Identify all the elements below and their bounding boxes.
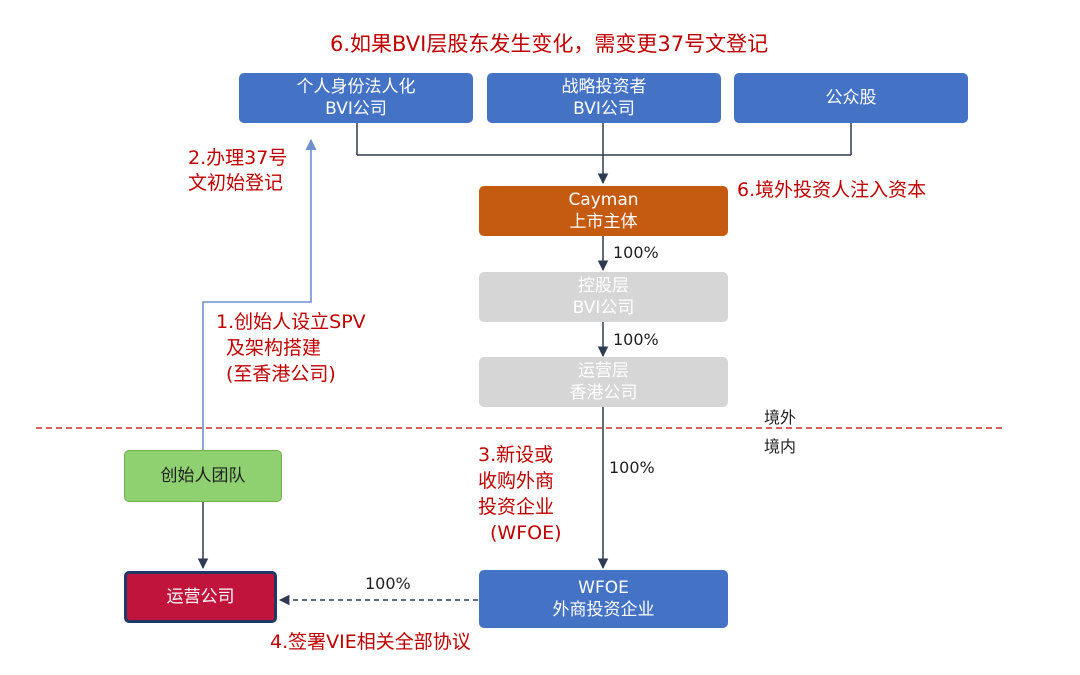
step1-line3: (至香港公司)	[226, 363, 336, 385]
cayman-box: Cayman 上市主体	[479, 186, 728, 236]
step3-line2: 收购外商	[478, 470, 555, 492]
pct-wfoe-opco: 100%	[365, 574, 411, 593]
onshore-label: 境内	[764, 437, 797, 456]
personal-bvi-line2: BVI公司	[325, 99, 387, 119]
wfoe-line2: 外商投资企业	[552, 600, 655, 620]
step1-line2: 及架构搭建	[226, 337, 322, 359]
title-note: 6.如果BVI层股东发生变化，需变更37号文登记	[330, 32, 769, 56]
shareholder-bracket	[356, 123, 852, 185]
strategic-bvi-line1: 战略投资者	[561, 77, 647, 97]
pct-hk-wfoe: 100%	[609, 458, 655, 477]
step3-line3: 投资企业	[478, 496, 555, 518]
strategic-bvi-box: 战略投资者 BVI公司	[487, 73, 721, 123]
hk-ops-box: 运营层 香港公司	[479, 357, 728, 407]
holding-bvi-line1: 控股层	[578, 276, 629, 296]
wfoe-line1: WFOE	[578, 578, 629, 598]
step1-note: 1.创始人设立SPV 及架构搭建 (至香港公司)	[216, 309, 366, 387]
offshore-label: 境外	[764, 408, 797, 427]
step3-line1: 3.新设或	[478, 444, 554, 466]
step4-note: 4.签署VIE相关全部协议	[270, 631, 471, 653]
step3-line4: (WFOE)	[490, 522, 562, 544]
step3-note: 3.新设或 收购外商 投资企业 (WFOE)	[478, 442, 562, 546]
holding-bvi-box: 控股层 BVI公司	[479, 272, 728, 322]
personal-bvi-line1: 个人身份法人化	[296, 77, 416, 97]
strategic-bvi-line2: BVI公司	[573, 99, 635, 119]
operating-company-label: 运营公司	[166, 587, 235, 607]
hk-ops-line2: 香港公司	[569, 383, 638, 403]
pct-holding-hk: 100%	[613, 330, 659, 349]
hk-ops-line1: 运营层	[578, 361, 629, 381]
wfoe-box: WFOE 外商投资企业	[479, 570, 728, 628]
step2-line1: 2.办理37号	[188, 147, 288, 169]
holding-bvi-line2: BVI公司	[572, 298, 635, 318]
pct-cayman-holding: 100%	[613, 243, 659, 262]
public-shares-box: 公众股	[734, 73, 968, 123]
step1-line1: 1.创始人设立SPV	[216, 311, 366, 333]
cayman-line2: 上市主体	[569, 212, 638, 232]
public-shares-label: 公众股	[825, 88, 877, 108]
operating-company-box: 运营公司	[124, 571, 277, 623]
founders-label: 创始人团队	[160, 466, 246, 486]
personal-bvi-box: 个人身份法人化 BVI公司	[239, 73, 473, 123]
founders-box: 创始人团队	[124, 450, 282, 502]
step6-inject-note: 6.境外投资人注入资本	[737, 179, 927, 201]
cayman-line1: Cayman	[568, 190, 639, 210]
arrow-founders-to-personal-bvi	[202, 138, 317, 450]
step2-line2: 文初始登记	[188, 172, 284, 194]
step2-note: 2.办理37号 文初始登记	[188, 146, 287, 196]
